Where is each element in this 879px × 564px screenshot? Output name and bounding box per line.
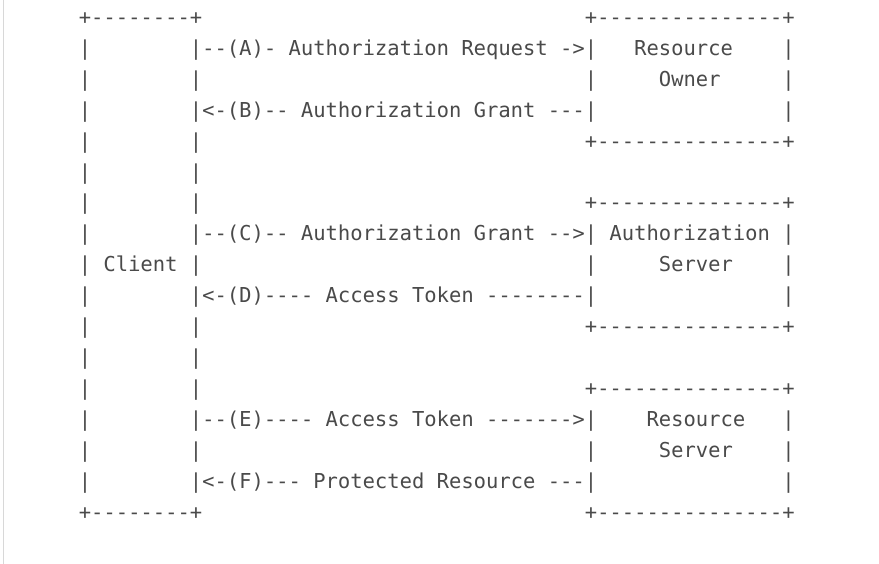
message-e-access-token: --(E)---- Access Token -----> bbox=[160, 420, 608, 450]
page-edge-rule bbox=[3, 0, 4, 564]
message-f-protected-resource: <-(F)--- Protected Resource -- bbox=[160, 483, 608, 513]
node-resource-server: Resource Server bbox=[604, 400, 842, 536]
node-resource-owner: Resource Owner bbox=[604, 14, 842, 156]
message-c-authorization-grant: --(C)-- Authorization Grant --> bbox=[160, 230, 608, 260]
message-a-authorization-request: --(A)- Authorization Request -> bbox=[160, 42, 608, 72]
message-b-authorization-grant: <-(B)-- Authorization Grant -- bbox=[160, 105, 608, 135]
node-client: Client bbox=[32, 14, 162, 520]
message-d-access-token: <-(D)---- Access Token ------ bbox=[160, 292, 608, 322]
ascii-art-figure: +--------+ +---------------+ | |--(A)- A… bbox=[78, 5, 795, 524]
node-authorization-server: Authorization Server bbox=[604, 210, 842, 346]
